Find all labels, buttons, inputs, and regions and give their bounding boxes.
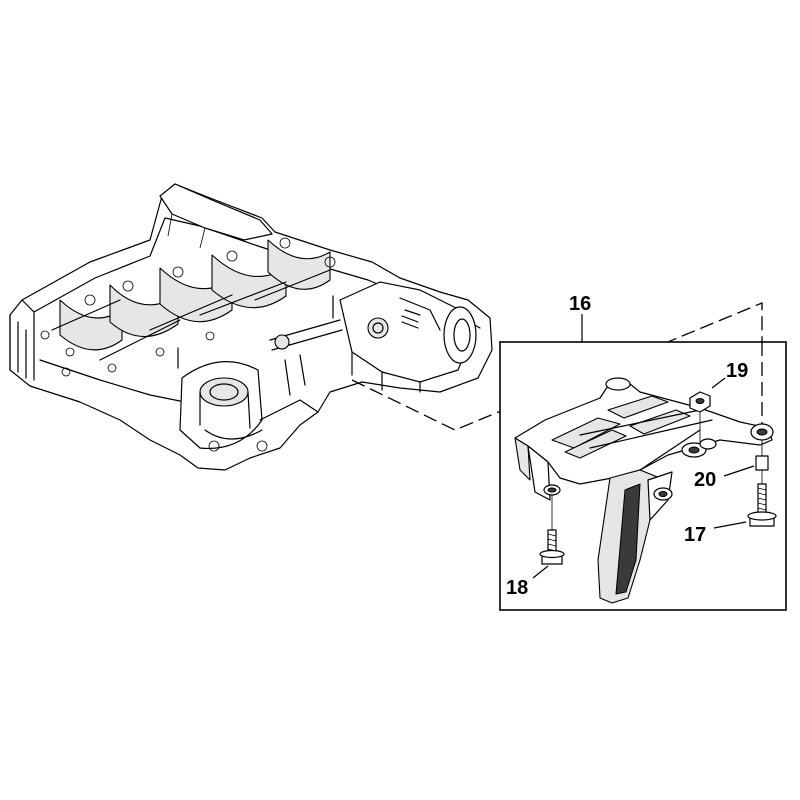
engine-block-lower-crankcase (9, 183, 493, 471)
callout-19: 19 (726, 360, 748, 382)
callout-18: 18 (506, 577, 528, 599)
callout-16: 16 (569, 293, 591, 315)
callout-17: 17 (684, 524, 706, 546)
callout-20: 20 (694, 469, 716, 491)
nut-19 (689, 391, 711, 444)
bolt-17 (747, 470, 777, 527)
oil-pan-baffle (514, 377, 774, 604)
bolt-18 (539, 495, 565, 565)
